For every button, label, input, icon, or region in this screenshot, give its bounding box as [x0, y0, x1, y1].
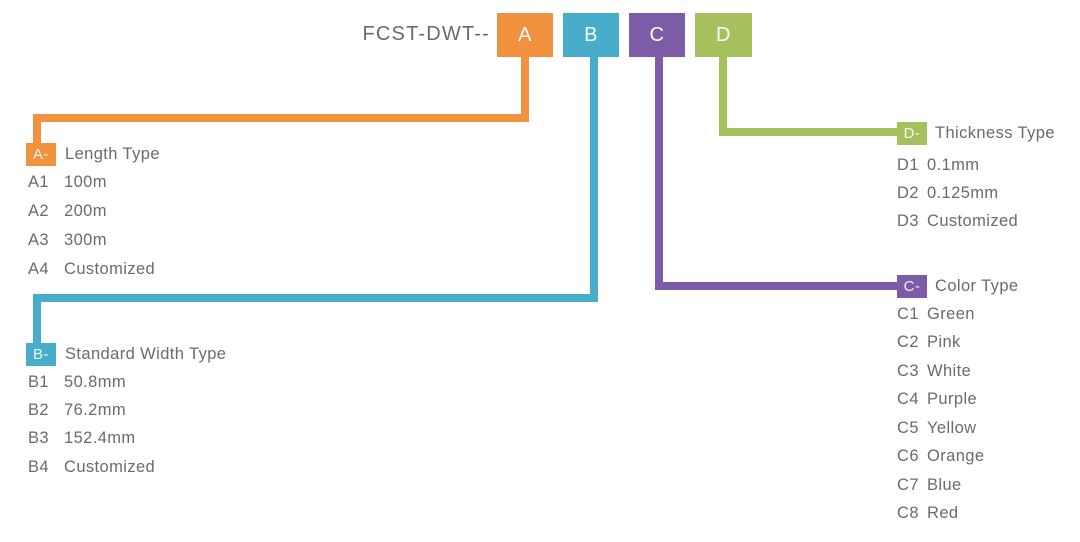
item-code: D3 [897, 211, 919, 230]
section-standard-width-type: B- Standard Width Type B1 50.8mm B2 76.2… [26, 340, 226, 481]
item-value: Green [927, 304, 975, 323]
item-value: Yellow [927, 418, 977, 437]
connector-b-horizontal [33, 294, 598, 302]
item-value: 0.1mm [927, 155, 980, 174]
list-item: B1 50.8mm [26, 368, 226, 396]
item-code: C5 [897, 418, 919, 437]
section-items: C1 Green C2 Pink C3 White C4 Purple C5 Y… [897, 300, 1019, 528]
list-item: D2 0.125mm [897, 179, 1055, 207]
item-code: C8 [897, 504, 919, 523]
list-item: C7 Blue [897, 471, 1019, 500]
list-item: C5 Yellow [897, 414, 1019, 443]
section-header: D- Thickness Type [897, 119, 1055, 147]
connector-b-drop [33, 294, 41, 345]
item-code: C3 [897, 361, 919, 380]
section-items: A1 100m A2 200m A3 300m A4 Customized [26, 168, 160, 284]
badge-a: A- [26, 142, 56, 166]
item-code: C4 [897, 390, 919, 409]
item-code: C1 [897, 304, 919, 323]
list-item: D1 0.1mm [897, 151, 1055, 179]
connector-c-horizontal [655, 282, 899, 290]
connector-b-stem [590, 56, 598, 302]
list-item: C6 Orange [897, 443, 1019, 472]
section-items: D1 0.1mm D2 0.125mm D3 Customized [897, 151, 1055, 235]
product-code-prefix: FCST-DWT-- [362, 23, 490, 45]
item-code: C6 [897, 447, 919, 466]
code-box-a: A [497, 13, 553, 57]
item-code: B1 [28, 372, 49, 391]
item-code: D2 [897, 183, 919, 202]
list-item: B2 76.2mm [26, 396, 226, 424]
item-value: Orange [927, 447, 985, 466]
list-item: C2 Pink [897, 329, 1019, 358]
item-value: 200m [64, 202, 107, 220]
list-item: B4 Customized [26, 453, 226, 481]
item-value: Pink [927, 333, 961, 352]
section-color-type: C- Color Type C1 Green C2 Pink C3 White … [897, 272, 1019, 528]
item-value: White [927, 361, 972, 380]
list-item: A2 200m [26, 197, 160, 226]
list-item: A4 Customized [26, 255, 160, 284]
item-code: B3 [28, 429, 49, 448]
list-item: C1 Green [897, 300, 1019, 329]
list-item: B3 152.4mm [26, 425, 226, 453]
item-value: Red [927, 504, 959, 523]
item-value: 0.125mm [927, 183, 999, 202]
section-header: B- Standard Width Type [26, 340, 226, 368]
connector-d-horizontal [719, 128, 899, 136]
connector-c-stem [655, 56, 663, 290]
item-value: Blue [927, 475, 962, 494]
item-code: A2 [28, 202, 49, 220]
list-item: D3 Customized [897, 207, 1055, 235]
connector-a-stem [521, 56, 529, 122]
item-value: 300m [64, 231, 107, 249]
code-box-c: C [629, 13, 685, 57]
badge-d: D- [897, 121, 927, 145]
list-item: A1 100m [26, 168, 160, 197]
item-code: A4 [28, 260, 49, 278]
code-box-d: D [695, 13, 752, 57]
item-code: C7 [897, 475, 919, 494]
badge-b: B- [26, 342, 56, 366]
item-code: C2 [897, 333, 919, 352]
list-item: A3 300m [26, 226, 160, 255]
item-code: B2 [28, 400, 49, 419]
section-title: Standard Width Type [65, 344, 227, 363]
list-item: C8 Red [897, 500, 1019, 529]
item-code: D1 [897, 155, 919, 174]
section-thickness-type: D- Thickness Type D1 0.1mm D2 0.125mm D3… [897, 119, 1055, 235]
section-length-type: A- Length Type A1 100m A2 200m A3 300m A… [26, 140, 160, 284]
section-header: A- Length Type [26, 140, 160, 168]
connector-d-stem [719, 56, 727, 136]
item-value: 100m [64, 173, 107, 191]
item-code: B4 [28, 457, 49, 476]
section-title: Thickness Type [935, 123, 1055, 142]
item-value: Customized [927, 211, 1019, 230]
item-value: 76.2mm [64, 400, 127, 419]
section-title: Color Type [935, 276, 1019, 295]
item-value: 50.8mm [64, 372, 127, 391]
item-value: Purple [927, 390, 978, 409]
section-header: C- Color Type [897, 272, 1019, 300]
code-box-b: B [563, 13, 619, 57]
list-item: C4 Purple [897, 386, 1019, 415]
item-value: Customized [64, 260, 156, 278]
badge-c: C- [897, 274, 927, 298]
connector-a-drop [33, 114, 41, 145]
item-code: A3 [28, 231, 49, 249]
item-code: A1 [28, 173, 49, 191]
connector-a-horizontal [33, 114, 529, 122]
list-item: C3 White [897, 357, 1019, 386]
section-items: B1 50.8mm B2 76.2mm B3 152.4mm B4 Custom… [26, 368, 226, 481]
item-value: 152.4mm [64, 429, 136, 448]
section-title: Length Type [65, 144, 160, 163]
item-value: Customized [64, 457, 156, 476]
